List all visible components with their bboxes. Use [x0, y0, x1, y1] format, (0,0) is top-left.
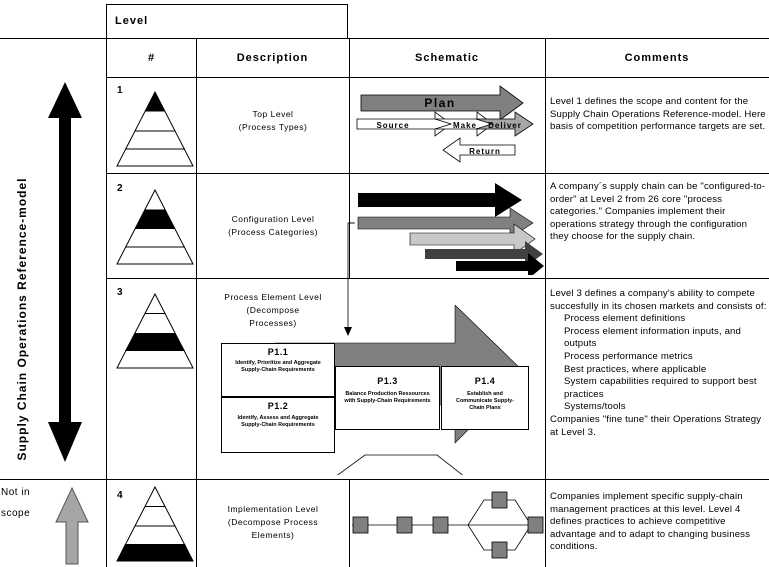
- row2-bottom: [106, 278, 769, 279]
- process-box-p12-text: Identify, Assess and Aggregate Supply-Ch…: [237, 415, 319, 429]
- process-box-p14-text: Establish and Communicate Supply-Chain P…: [455, 391, 515, 412]
- col-desc-edge-r4: [349, 479, 350, 567]
- row3-bottom: [0, 479, 769, 480]
- col-desc-edge-lower: [349, 77, 350, 278]
- comments-header: Comments: [624, 52, 690, 64]
- col-left-edge: [106, 4, 107, 567]
- pyramid-1: [116, 90, 194, 167]
- return-label: Return: [469, 147, 501, 156]
- scope-double-arrow: [48, 82, 82, 462]
- workflow-step-2: [396, 516, 413, 534]
- source-label: Source: [376, 121, 409, 130]
- level-box-right: [347, 4, 348, 38]
- row3-comment: Level 3 defines a company's ability to c…: [550, 288, 768, 439]
- row3-num: 3: [117, 287, 123, 298]
- process-box-p11-id: P1.1: [267, 347, 289, 357]
- row4-description: Implementation Level (Decompose Process …: [227, 504, 319, 540]
- process-box-p13: P1.3 Balance Production Ressources with …: [335, 366, 440, 430]
- row3-comment-item: Systems/tools: [564, 401, 626, 413]
- workflow-step-6: [527, 516, 544, 534]
- header-bottom-line: [106, 77, 769, 78]
- plan-label: Plan: [424, 96, 455, 110]
- make-label: Make: [453, 121, 477, 130]
- row3-comment-item: Process performance metrics: [564, 350, 693, 362]
- pyramid-2: [116, 188, 194, 265]
- row3-comment-item: Process element definitions: [564, 313, 686, 325]
- workflow-step-3: [432, 516, 449, 534]
- process-box-p11: P1.1 Identify, Prioritize and Aggregate …: [221, 343, 335, 397]
- side-graphics: [48, 82, 89, 565]
- level-header: Level: [115, 15, 149, 27]
- process-box-p13-text: Balance Production Ressources with Suppl…: [344, 391, 431, 405]
- not-in-scope-label: Not in scope: [1, 487, 31, 519]
- top-level-border: [106, 4, 348, 5]
- row3-comment-item: Process element information inputs, and …: [564, 325, 742, 350]
- row4-schematic: [352, 491, 544, 559]
- deliver-label: Deliver: [488, 121, 522, 130]
- schematic-header: Schematic: [414, 52, 480, 64]
- row4-comment: Companies implement specific supply-chai…: [550, 491, 751, 553]
- row1-comment: Level 1 defines the scope and content fo…: [550, 96, 766, 133]
- row1-schematic: Plan Source Make Deliver Return: [356, 85, 534, 163]
- pyramid-3: [116, 292, 194, 369]
- deliver-arrow: [475, 111, 534, 137]
- header-top-line: [0, 38, 769, 39]
- col-schem-edge: [545, 38, 546, 567]
- process-box-p14: P1.4 Establish and Communicate Supply-Ch…: [441, 366, 529, 430]
- row3-comment-intro: Level 3 defines a company's ability to c…: [550, 288, 767, 312]
- row3-bottom-connector: [337, 454, 464, 475]
- row1-description: Top Level (Process Types): [238, 109, 308, 132]
- workflow-step-5: [491, 541, 508, 559]
- pyramid-4: [116, 485, 194, 562]
- process-box-p11-text: Identify, Prioritize and Aggregate Suppl…: [235, 360, 321, 374]
- row4-num: 4: [117, 490, 123, 501]
- make-arrow: [434, 111, 494, 137]
- row3-comment-item: Best practices, where applicable: [564, 363, 707, 375]
- row3-comment-item: System capabilities required to support …: [564, 376, 757, 400]
- col-desc-edge: [349, 38, 350, 78]
- config-arrow-gray-2: [409, 223, 536, 255]
- workflow-step-4: [491, 491, 508, 509]
- config-arrow-black-2: [456, 253, 544, 275]
- model-label: Supply Chain Operations Reference-model: [15, 177, 29, 461]
- config-arrow-dark-1: [425, 241, 543, 267]
- process-box-p12: P1.2 Identify, Assess and Aggregate Supp…: [221, 397, 335, 453]
- description-header: Description: [236, 52, 309, 64]
- process-box-p12-id: P1.2: [267, 401, 289, 411]
- row3-comment-outro: Companies "fine tune" their Operations S…: [550, 413, 762, 438]
- row2-description: Configuration Level (Process Categories): [228, 214, 318, 237]
- row1-num: 1: [117, 85, 123, 96]
- not-in-scope-arrow: [55, 486, 89, 565]
- row2-comment: A company´s supply chain can be "configu…: [550, 181, 766, 243]
- plan-arrow: [360, 85, 524, 121]
- row2-schematic: [350, 183, 544, 275]
- row3-description: Process Element Level (Decompose Process…: [224, 292, 322, 328]
- process-box-p13-id: P1.3: [377, 376, 398, 386]
- config-arrow-black-1: [358, 183, 522, 217]
- row1-bottom: [106, 173, 769, 174]
- workflow-step-1: [352, 516, 369, 534]
- process-box-p14-id: P1.4: [474, 376, 496, 386]
- source-arrow: [356, 111, 452, 137]
- row2-num: 2: [117, 183, 123, 194]
- col-num-edge: [196, 38, 197, 567]
- return-arrow: [442, 137, 516, 163]
- num-header: #: [147, 52, 156, 64]
- row2-connector: [344, 222, 354, 336]
